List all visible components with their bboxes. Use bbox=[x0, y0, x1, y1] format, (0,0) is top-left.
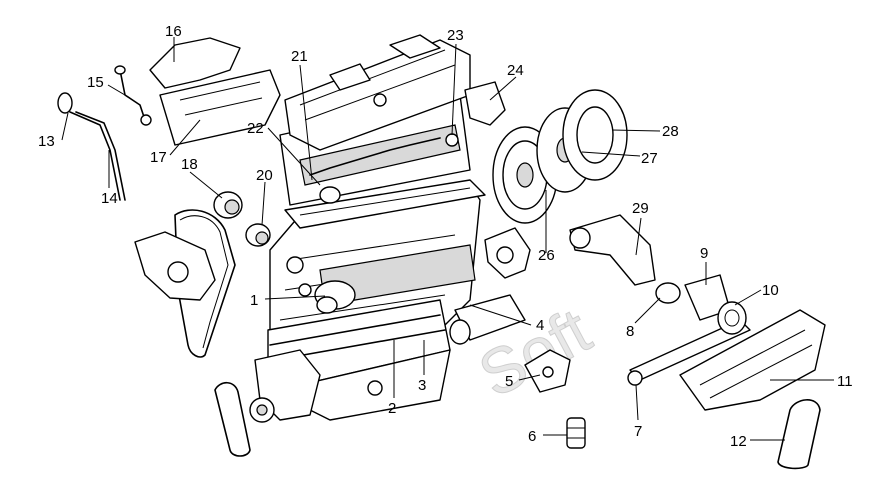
distributor bbox=[569, 214, 656, 286]
callout-2: 2 bbox=[388, 400, 396, 417]
oil-sensor bbox=[114, 65, 152, 126]
callout-6: 6 bbox=[528, 428, 536, 445]
callout-12: 12 bbox=[730, 433, 747, 450]
callout-22: 22 bbox=[247, 120, 264, 137]
pressure-plate bbox=[562, 89, 628, 181]
callout-18: 18 bbox=[181, 156, 198, 173]
callout-4: 4 bbox=[536, 317, 544, 334]
oil-pump bbox=[249, 349, 321, 423]
callout-23: 23 bbox=[447, 27, 464, 44]
accessory-belt bbox=[214, 381, 251, 457]
callout-10: 10 bbox=[762, 282, 779, 299]
idler-pulley bbox=[245, 223, 271, 247]
fuel-rail bbox=[627, 319, 751, 386]
callout-29: 29 bbox=[632, 200, 649, 217]
callout-7: 7 bbox=[634, 423, 642, 440]
injector-seal bbox=[655, 282, 681, 304]
callout-8: 8 bbox=[626, 323, 634, 340]
callout-1: 1 bbox=[250, 292, 258, 309]
intake-manifold bbox=[679, 309, 826, 411]
callout-3: 3 bbox=[418, 377, 426, 394]
callout-27: 27 bbox=[641, 150, 658, 167]
callout-24: 24 bbox=[507, 62, 524, 79]
engine-bracket bbox=[464, 81, 506, 126]
throttle-gasket bbox=[717, 301, 747, 335]
timing-belt bbox=[174, 209, 236, 358]
callout-20: 20 bbox=[256, 167, 273, 184]
callout-15: 15 bbox=[87, 74, 104, 91]
callout-9: 9 bbox=[700, 245, 708, 262]
dipstick bbox=[57, 92, 126, 201]
thermostat-housing bbox=[484, 227, 531, 279]
engine-plug bbox=[566, 417, 586, 449]
engine-mount bbox=[524, 349, 571, 393]
callout-11: 11 bbox=[837, 373, 853, 390]
head-gasket bbox=[284, 179, 486, 229]
callout-13: 13 bbox=[38, 133, 55, 150]
engine-block bbox=[267, 184, 481, 421]
drive-belt bbox=[777, 399, 821, 470]
callout-5: 5 bbox=[505, 373, 513, 390]
callout-26: 26 bbox=[538, 247, 555, 264]
callouts: 1 2 3 4 5 6 7 8 9 10 11 12 13 14 15 16 1… bbox=[38, 23, 853, 450]
callout-28: 28 bbox=[662, 123, 679, 140]
exhaust-manifold bbox=[149, 37, 281, 146]
callout-21: 21 bbox=[291, 48, 308, 65]
callout-14: 14 bbox=[101, 190, 118, 207]
callout-16: 16 bbox=[165, 23, 182, 40]
timing-cover bbox=[134, 231, 216, 301]
leader-lines bbox=[61, 37, 834, 441]
tensioner-pulley bbox=[213, 191, 243, 219]
callout-17: 17 bbox=[150, 149, 167, 166]
